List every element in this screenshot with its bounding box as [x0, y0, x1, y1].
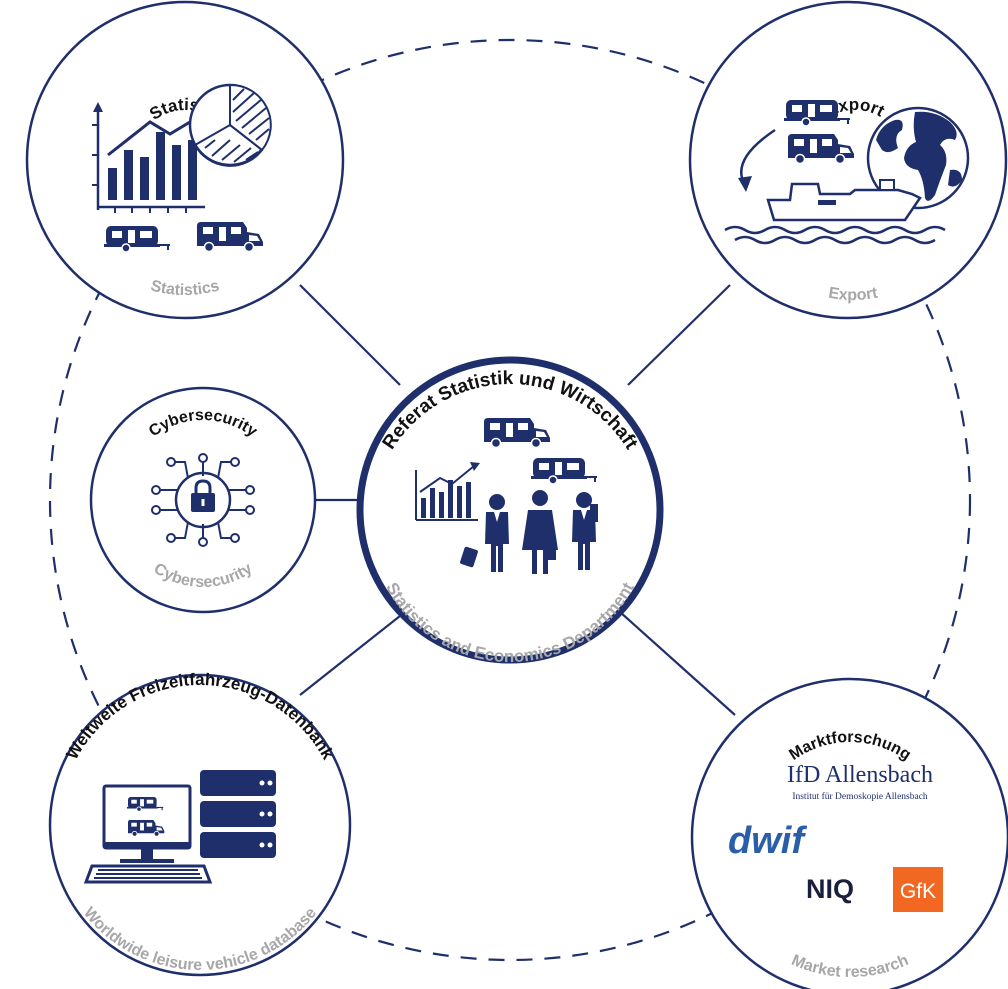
ifd-allensbach-logo: IfD Allensbach	[787, 762, 933, 788]
export-title-en: Export	[827, 285, 879, 304]
gfk-logo-box	[893, 867, 943, 912]
dwif-logo: dwif	[728, 820, 807, 862]
people-icon	[460, 490, 598, 574]
node-center: Referat Statistik und Wirtschaft Statist…	[356, 356, 664, 666]
dashed-ring	[48, 38, 972, 962]
ifd-allensbach-subtitle: Institut für Demoskopie Allensbach	[792, 791, 928, 802]
pie-chart-icon	[188, 83, 272, 167]
gfk-logo: GfK	[900, 880, 936, 903]
bar-chart-icon	[415, 462, 480, 521]
node-export: Export Export	[688, 0, 1008, 320]
connectors	[299, 284, 736, 716]
niq-logo: NIQ	[806, 874, 854, 904]
svg-text:Export: Export	[827, 285, 879, 304]
lock-network-icon	[151, 453, 255, 547]
statistics-title-en: Statistics	[149, 277, 221, 299]
node-market-research: Marktforschung Market research IfD Allen…	[690, 677, 1008, 989]
computer-icon	[83, 784, 213, 884]
ship-icon	[724, 179, 946, 245]
svg-text:Statistics: Statistics	[149, 277, 221, 299]
node-statistics: Statistik Statistics	[25, 0, 345, 320]
node-database: Weltweite Freizeitfahrzeug-Datenbank Wor…	[48, 670, 352, 977]
server-icon	[200, 770, 276, 858]
node-cybersecurity: Cybersecurity Cybersecurity	[89, 386, 317, 614]
